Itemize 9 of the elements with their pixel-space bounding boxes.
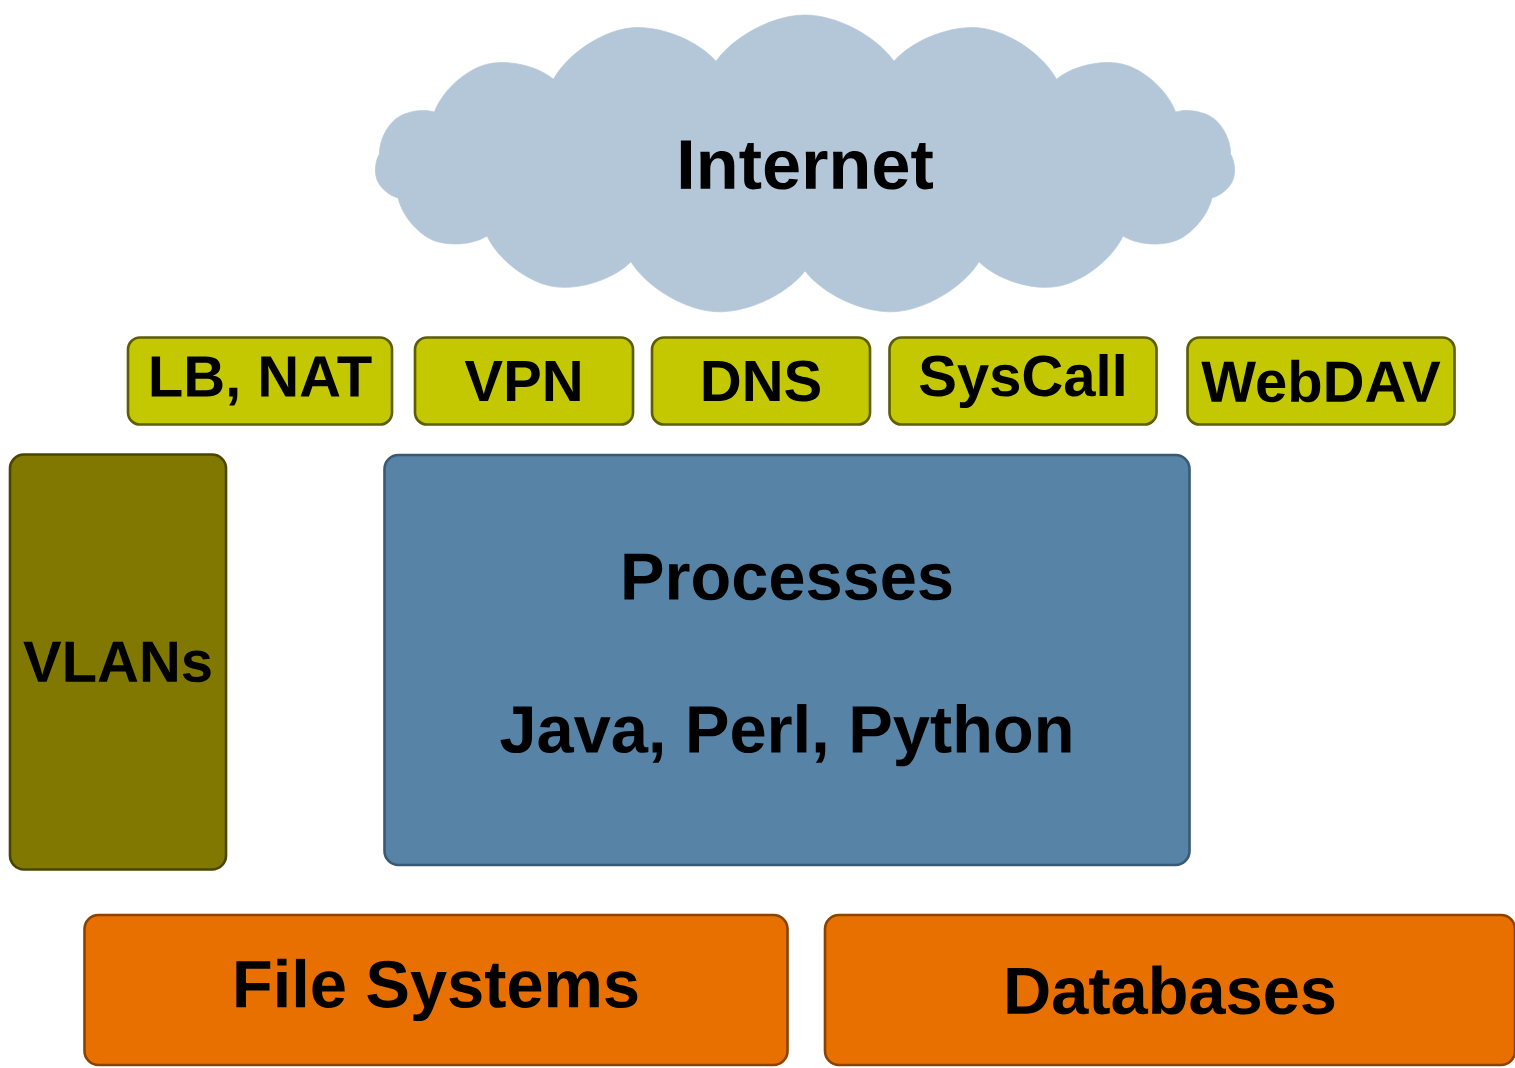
- layer-box: File Systems: [83, 913, 789, 1067]
- layer-box: Processes Java, Perl, Python: [383, 453, 1191, 867]
- service-box: DNS: [650, 336, 872, 426]
- service-box: WebDAV: [1186, 336, 1456, 426]
- layer-box: VLANs: [8, 453, 228, 871]
- service-box: LB, NAT: [126, 336, 394, 426]
- service-box: SysCall: [888, 336, 1158, 426]
- service-box: VPN: [413, 336, 635, 426]
- layer-box: Databases: [823, 913, 1515, 1067]
